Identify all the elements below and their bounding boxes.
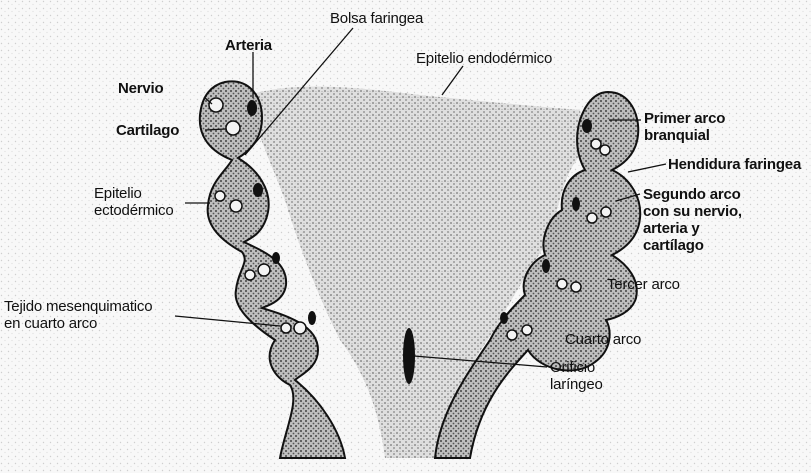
label-primer-arco: Primer arco branquial (644, 110, 725, 144)
third-arch-artery (542, 259, 550, 273)
label-cartilago: Cartilago (116, 122, 179, 139)
label-orificio-line2: laríngeo (550, 376, 603, 393)
left-arch-circle (215, 191, 225, 201)
left-arch-circle (258, 264, 270, 276)
second-arch-circle (587, 213, 597, 223)
third-arch-circle (571, 282, 581, 292)
label-tejido-line1: Tejido mesenquimatico (4, 298, 152, 315)
left-arch-circle (245, 270, 255, 280)
label-epitelio-ectodermico-line1: Epitelio (94, 185, 174, 202)
label-primer-arco-line1: Primer arco (644, 110, 725, 127)
label-segundo-arco-line2: con su nervio, (643, 203, 742, 220)
second-arch-artery (572, 197, 580, 211)
fourth-arch-circle (294, 322, 306, 334)
left-arch-artery (253, 183, 263, 197)
label-segundo-arco-line3: arteria y (643, 220, 742, 237)
fourth-arch-right-circle (507, 330, 517, 340)
left-arch-circle (230, 200, 242, 212)
first-arch-nerve-circle (209, 98, 223, 112)
label-arteria: Arteria (225, 37, 272, 54)
label-segundo-arco: Segundo arco con su nervio, arteria y ca… (643, 186, 742, 254)
label-nervio: Nervio (118, 80, 164, 97)
label-orificio-line1: Orificio (550, 359, 603, 376)
fourth-arch-right-circle (522, 325, 532, 335)
second-arch-circle (601, 207, 611, 217)
label-hendidura-faringea: Hendidura faringea (668, 156, 801, 173)
first-arch-artery (247, 100, 257, 116)
third-arch-circle (557, 279, 567, 289)
label-epitelio-ectodermico: Epitelio ectodérmico (94, 185, 174, 219)
label-tercer-arco: Tercer arco (607, 276, 680, 293)
laryngeal-orifice (403, 328, 415, 384)
first-arch-cartilage-circle (226, 121, 240, 135)
label-epitelio-ectodermico-line2: ectodérmico (94, 202, 174, 219)
label-segundo-arco-line4: cartílago (643, 237, 742, 254)
label-primer-arco-line2: branquial (644, 127, 725, 144)
first-arch-right-circle (600, 145, 610, 155)
label-cuarto-arco: Cuarto arco (565, 331, 641, 348)
label-segundo-arco-line1: Segundo arco (643, 186, 742, 203)
fourth-arch-circle (281, 323, 291, 333)
label-tejido-line2: en cuarto arco (4, 315, 152, 332)
label-bolsa-faringea: Bolsa faringea (330, 10, 423, 27)
label-orificio-laringeo: Orificio laríngeo (550, 359, 603, 393)
label-epitelio-endodermico: Epitelio endodérmico (416, 50, 552, 67)
fourth-arch-right-artery (500, 312, 508, 324)
label-tejido-mesenquimatico: Tejido mesenquimatico en cuarto arco (4, 298, 152, 332)
fourth-arch-artery (308, 311, 316, 325)
first-arch-right-artery (582, 119, 592, 133)
first-arch-right-circle (591, 139, 601, 149)
left-arch-artery (272, 252, 280, 264)
